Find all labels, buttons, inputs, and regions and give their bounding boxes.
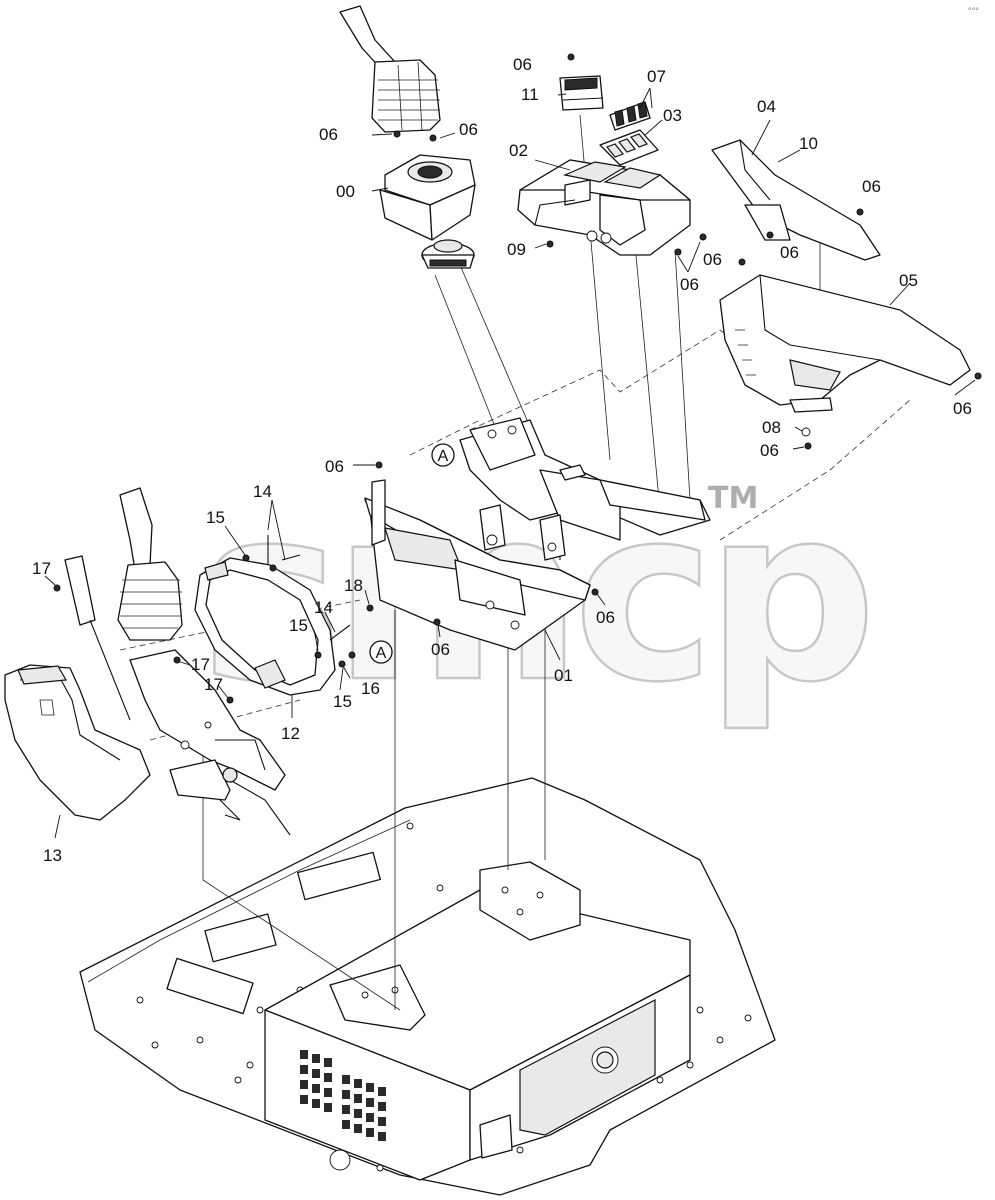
- floor-cutout-2: [204, 913, 277, 963]
- callout-labels: 06 11 07 03 04 06 06 02 10 06 00 06 09 0…: [32, 55, 972, 865]
- callout-11: 11: [521, 85, 539, 104]
- callout-04: 04: [757, 97, 776, 116]
- joystick-base-00: [379, 154, 476, 241]
- callout-00: 00: [336, 182, 355, 201]
- callout-07: 07: [647, 67, 666, 86]
- callout-17: 17: [191, 655, 210, 674]
- callout-14: 14: [253, 482, 272, 501]
- callout-18: 18: [344, 576, 363, 595]
- side-cover-05: [719, 274, 971, 413]
- left-cover-13: [4, 664, 151, 821]
- callout-06: 06: [703, 250, 722, 269]
- fasteners: [53, 53, 982, 704]
- main-frame-01: [364, 417, 711, 651]
- callout-06: 06: [459, 120, 478, 139]
- callout-15: 15: [206, 508, 225, 527]
- joystick-left: [64, 487, 183, 721]
- callout-06: 06: [325, 457, 344, 476]
- reference-marker-a-top-label: A: [438, 448, 449, 465]
- callout-13: 13: [43, 846, 62, 865]
- callout-06: 06: [953, 399, 972, 418]
- support-block: [329, 964, 426, 1031]
- leader-lines: [44, 87, 976, 839]
- callout-06: 06: [680, 275, 699, 294]
- callout-02: 02: [509, 141, 528, 160]
- callout-06: 06: [319, 125, 338, 144]
- callout-17: 17: [204, 675, 223, 694]
- console-cover-02: [517, 159, 691, 256]
- corner-mark: °°°: [968, 6, 979, 16]
- floor-cutout-3: [166, 957, 254, 1015]
- callout-15: 15: [333, 692, 352, 711]
- callout-06: 06: [596, 608, 615, 627]
- reference-marker-a-bottom: A: [369, 640, 393, 664]
- callout-01: 01: [554, 666, 573, 685]
- callout-16: 16: [361, 679, 380, 698]
- support-bracket-upper: [479, 861, 581, 941]
- callout-15: 15: [289, 616, 308, 635]
- reference-marker-a-bottom-label: A: [376, 645, 387, 662]
- mount-tab: [479, 1114, 513, 1159]
- switch-plate-03: [599, 129, 659, 166]
- callout-06: 06: [513, 55, 532, 74]
- callout-06: 06: [431, 640, 450, 659]
- callout-12: 12: [281, 724, 300, 743]
- socket-11: [559, 75, 604, 111]
- reference-marker-a-top: A: [431, 443, 455, 467]
- cover-12: [194, 557, 336, 696]
- callout-08: 08: [762, 418, 781, 437]
- callout-03: 03: [663, 106, 682, 125]
- callout-06: 06: [780, 243, 799, 262]
- joystick-mount: [421, 239, 475, 269]
- callout-06: 06: [862, 177, 881, 196]
- vent-grille: [300, 1050, 386, 1141]
- control-box-housing: [264, 861, 691, 1181]
- joystick-right: [339, 5, 441, 133]
- arm-cover-04: [711, 139, 881, 261]
- watermark-tm: TM: [708, 481, 758, 516]
- floor-cutout-1: [297, 851, 381, 901]
- switch-panel-07: [609, 101, 651, 131]
- callout-06: 06: [760, 441, 779, 460]
- callout-10: 10: [799, 134, 818, 153]
- callout-09: 09: [507, 240, 526, 259]
- callout-14: 14: [314, 598, 333, 617]
- callout-17: 17: [32, 559, 51, 578]
- lever-linkage: [129, 649, 291, 836]
